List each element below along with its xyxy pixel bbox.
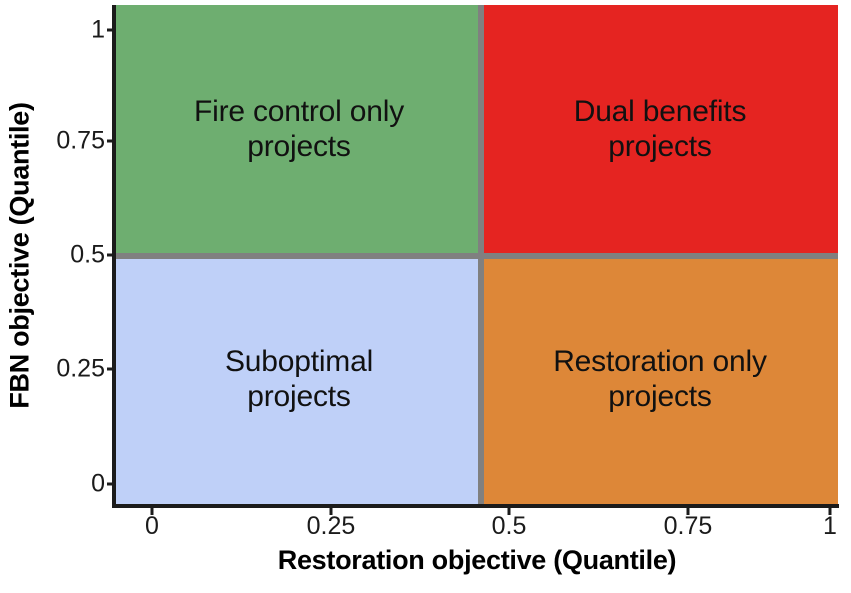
quadrant-label-line1: Fire control only [193,94,404,128]
x-tick-mark-0 [150,507,154,515]
quadrant-label-suboptimal: Suboptimal projects [225,344,373,419]
y-tick-label-1: 1 [91,15,105,44]
x-tick-mark-075 [686,507,690,515]
threshold-line-vertical [478,5,484,505]
x-axis-line [112,504,839,508]
quadrant-restoration-only[interactable]: Restoration only projects [482,257,838,505]
y-tick-label-025: 0.25 [56,354,105,383]
x-tick-mark-1 [828,507,832,515]
quadrant-label-line2: projects [608,380,712,413]
x-axis-title: Restoration objective (Quantile) [277,545,677,575]
x-tick-1: 1 [770,512,851,546]
threshold-line-horizontal [116,253,838,259]
x-tick-label-025: 0.25 [306,512,356,540]
y-tick-mark-075 [107,139,115,143]
y-tick-label-075: 0.75 [56,126,105,155]
y-tick-label-05: 0.5 [70,240,105,269]
y-tick-mark-0 [107,482,115,486]
quadrant-label-line2: projects [247,130,351,163]
x-tick-label-1: 1 [823,512,837,540]
quadrant-dual-benefits[interactable]: Dual benefits projects [482,5,838,257]
y-tick-mark-025 [107,367,115,371]
y-tick-mark-1 [107,28,115,32]
x-tick-075: 0.75 [628,512,748,546]
x-tick-mark-05 [507,507,511,515]
plot-panel: Fire control only projects Dual benefits… [116,5,838,505]
x-tick-025: 0.25 [271,512,391,546]
y-tick-mark-05 [107,253,115,257]
x-tick-mark-025 [329,507,333,515]
x-tick-label-0: 0 [145,512,159,540]
y-tick-label-0: 0 [91,469,105,498]
x-tick-05: 0.5 [449,512,569,546]
x-tick-0: 0 [92,512,212,546]
y-axis-line [112,5,116,507]
quadrant-label-fire-control-only: Fire control only projects [194,94,404,169]
quadrant-label-line2: projects [608,130,712,163]
quadrant-label-line1: Restoration only [553,344,767,378]
quadrant-fire-control-only[interactable]: Fire control only projects [116,5,482,257]
quadrant-label-line2: projects [247,380,351,413]
y-axis-title: FBN objective (Quantile) [0,0,40,510]
x-tick-label-05: 0.5 [491,512,527,540]
quadrant-label-dual-benefits: Dual benefits projects [574,94,747,169]
quadrant-label-line1: Dual benefits [573,94,747,128]
quadrant-suboptimal[interactable]: Suboptimal projects [116,257,482,505]
x-tick-label-075: 0.75 [663,512,713,540]
y-axis-title-text: FBN objective (Quantile) [4,101,35,409]
quadrant-label-line1: Suboptimal [224,344,374,378]
quadrant-label-restoration-only: Restoration only projects [553,344,767,419]
